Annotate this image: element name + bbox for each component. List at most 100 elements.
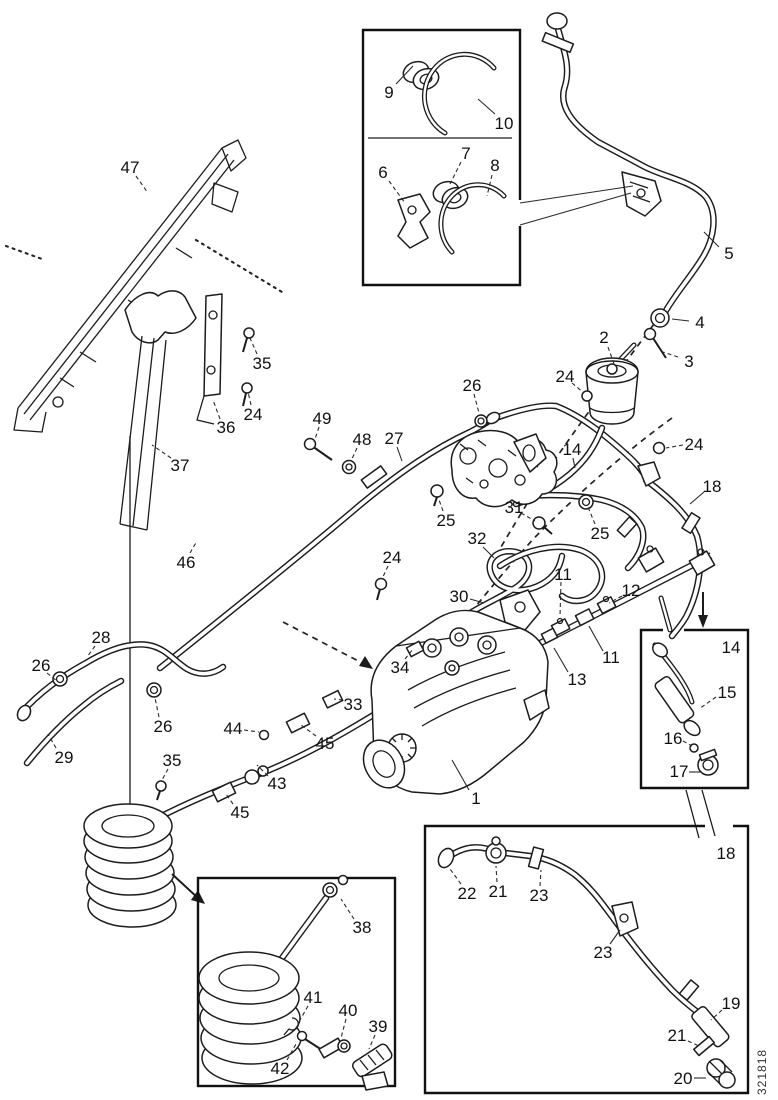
callout-28: 28 [92, 628, 111, 647]
clamp-45a [211, 781, 237, 803]
callout-leader-5 [703, 231, 720, 248]
callout-leader-48 [350, 447, 358, 462]
callout-7: 7 [461, 144, 470, 163]
callout-leader-43 [256, 764, 269, 777]
callout-leader-31 [520, 512, 536, 522]
callout-leader-2 [607, 346, 615, 365]
hose-clamp [541, 31, 575, 54]
inset-box-lower-hose [423, 824, 750, 1095]
fitting-43 [244, 769, 260, 785]
callout-leader-42 [286, 1043, 297, 1061]
dashed-arrowhead [359, 656, 373, 669]
callout-26: 26 [463, 376, 482, 395]
clamp-45b [285, 712, 311, 734]
callout-45: 45 [316, 734, 335, 753]
clamp-11b [574, 608, 595, 627]
callout-leader-25 [437, 496, 444, 512]
bolt-35 [243, 327, 255, 339]
callout-14: 14 [563, 440, 582, 459]
callout-10: 10 [495, 114, 514, 133]
callout-leader-14 [572, 457, 576, 469]
callout-4: 4 [695, 313, 704, 332]
dashed-arrow-line [282, 621, 367, 666]
callout-24: 24 [556, 367, 575, 386]
callout-43: 43 [268, 774, 287, 793]
callout-leader-13 [553, 647, 569, 673]
callout-leader-26 [46, 672, 58, 682]
nut-48 [341, 459, 357, 475]
callout-leader-39 [368, 1034, 376, 1050]
bracket-23b [611, 901, 639, 937]
fitting-19 [691, 1006, 730, 1048]
callout-16: 16 [664, 729, 683, 748]
bolt-31 [532, 516, 546, 530]
callout-leader-24 [571, 382, 585, 394]
callout-30: 30 [450, 587, 469, 606]
callout-leader-10 [477, 98, 496, 115]
callout-leader-45 [300, 724, 317, 737]
lower-left-fittings [16, 671, 344, 803]
engine-top-bracket [499, 589, 541, 631]
callout-leader-19 [710, 1009, 723, 1021]
bolt-24-filter [581, 390, 593, 402]
inset-box-clamps [361, 28, 634, 287]
callout-leader-24 [665, 444, 684, 449]
callout-23: 23 [594, 943, 613, 962]
callout-35: 35 [163, 751, 182, 770]
callout-leader-6 [388, 180, 406, 204]
clamp-34 [405, 640, 425, 658]
callout-leader-35 [161, 768, 169, 781]
callout-3: 3 [684, 352, 693, 371]
callout-45: 45 [231, 803, 250, 822]
callout-leader-4 [671, 318, 690, 322]
callout-leader-25 [587, 506, 596, 525]
callout-33: 33 [344, 695, 363, 714]
callout-24: 24 [383, 548, 402, 567]
washer-40 [337, 1039, 351, 1053]
callout-46: 46 [177, 553, 196, 572]
clamp-12 [596, 596, 617, 615]
clip-41 [283, 1017, 299, 1036]
bolt-24-right [652, 441, 666, 455]
hose5-fittings [541, 12, 662, 217]
figure-code: 321818 [755, 1049, 769, 1095]
callout-47: 47 [121, 158, 140, 177]
callout-23: 23 [530, 886, 549, 905]
c-clamp-8 [438, 182, 507, 255]
callout-15: 15 [718, 683, 737, 702]
hose-22-end [437, 847, 455, 869]
callout-leader-34 [404, 648, 414, 660]
callout-5: 5 [724, 244, 733, 263]
callout-leader-21 [495, 865, 498, 883]
clamp-26c [52, 671, 68, 687]
callout-41: 41 [304, 988, 323, 1007]
callout-8: 8 [490, 156, 499, 175]
ring-clamp-4 [650, 308, 670, 328]
bolt-25 [430, 484, 444, 498]
callout-34: 34 [391, 658, 410, 677]
callout-18: 18 [717, 844, 736, 863]
bolt-24-left [374, 577, 388, 591]
callout-31: 31 [505, 498, 524, 517]
callout-leader-1 [451, 759, 470, 791]
callout-leader-38 [340, 898, 355, 920]
engine-block-1 [362, 589, 550, 795]
callout-19: 19 [722, 994, 741, 1013]
callout-26: 26 [154, 717, 173, 736]
callout-32: 32 [468, 529, 487, 548]
callout-leader-40 [340, 1018, 347, 1039]
fuel-filter-2 [581, 308, 670, 425]
arrow-to-detail [171, 873, 200, 900]
callout-36: 36 [217, 418, 236, 437]
callout-leader-15 [698, 696, 717, 710]
callout-37: 37 [171, 456, 190, 475]
elbow-fitting [637, 461, 661, 487]
callout-leader-27 [396, 446, 403, 462]
callout-leader-37 [151, 444, 172, 459]
bracket-14-target [513, 433, 547, 473]
clamp-rod [516, 552, 713, 658]
callout-11: 11 [554, 565, 572, 584]
callout-leader-9 [395, 65, 414, 85]
coiled-hose-main [83, 803, 205, 928]
hose-band-clamp [360, 465, 388, 489]
